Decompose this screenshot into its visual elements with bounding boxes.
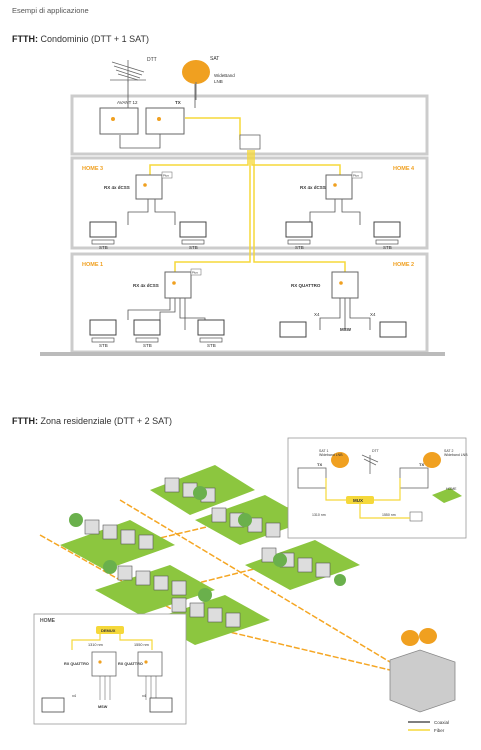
- stb-label: STB: [383, 245, 392, 250]
- section-title-residenziale: FTTH: Zona residenziale (DTT + 2 SAT): [12, 416, 172, 426]
- tx-label: TX: [175, 100, 181, 105]
- home-3-label: HOME 3: [82, 166, 103, 172]
- rx-dcss-label-home4: RX 4x dCSS: [300, 185, 326, 190]
- stb-label: STB: [99, 343, 108, 348]
- satellite-dish-icon: [182, 60, 210, 100]
- dtt-label: DTT: [147, 57, 157, 63]
- home-4-label: HOME 4: [393, 166, 415, 172]
- section-prefix: FTTH:: [12, 34, 38, 44]
- stb-label: STB: [99, 245, 108, 250]
- tv-icons: [89, 221, 407, 338]
- fiber-splitter: [239, 134, 261, 150]
- rx-dcss-home3: [135, 171, 173, 200]
- lnb-label-2: LNB: [214, 79, 223, 84]
- section-title-condominio: FTTH: Condominio (DTT + 1 SAT): [12, 34, 149, 44]
- stb-label: STB: [189, 245, 198, 250]
- plus-badge-home1: Plus: [192, 271, 198, 275]
- plus-badge-home4: Plus: [353, 174, 359, 178]
- rx-dcss-label-home3: RX 4x dCSS: [104, 185, 130, 190]
- stb-icons: [91, 239, 399, 343]
- x4-label: X4: [314, 312, 320, 317]
- stb-label: STB: [207, 343, 216, 348]
- stb-label: STB: [295, 245, 304, 250]
- section-prefix: FTTH:: [12, 416, 38, 426]
- page-header: Esempi di applicazione: [12, 6, 89, 15]
- rx-quattro-home2: [331, 271, 359, 299]
- plus-badge-home3: Plus: [163, 174, 169, 178]
- fiber-lines: [149, 117, 346, 272]
- rx-dcss-home4: [325, 171, 363, 200]
- avant12-device: [99, 107, 139, 135]
- rx-quattro-label-home2: RX QUATTRO: [291, 283, 321, 288]
- avant12-label: AVANT 12: [117, 100, 138, 105]
- rx-dcss-label-home1: RX 4x dCSS: [133, 283, 159, 288]
- home-1-label: HOME 1: [82, 262, 103, 268]
- dtt-antenna-icon: [110, 60, 146, 82]
- rx-dcss-home1: [164, 268, 202, 299]
- tx-device: [145, 107, 185, 135]
- msw-label: MSW: [340, 327, 352, 332]
- section-title-text: Condominio (DTT + 1 SAT): [40, 34, 149, 44]
- sat-label: SAT: [210, 56, 219, 62]
- lnb-label: WideBand: [214, 73, 235, 78]
- x4-label: X4: [370, 312, 376, 317]
- section-title-text: Zona residenziale (DTT + 2 SAT): [40, 416, 172, 426]
- home-2-label: HOME 2: [393, 262, 414, 268]
- stb-label: STB: [143, 343, 152, 348]
- coax-lines: [119, 80, 371, 330]
